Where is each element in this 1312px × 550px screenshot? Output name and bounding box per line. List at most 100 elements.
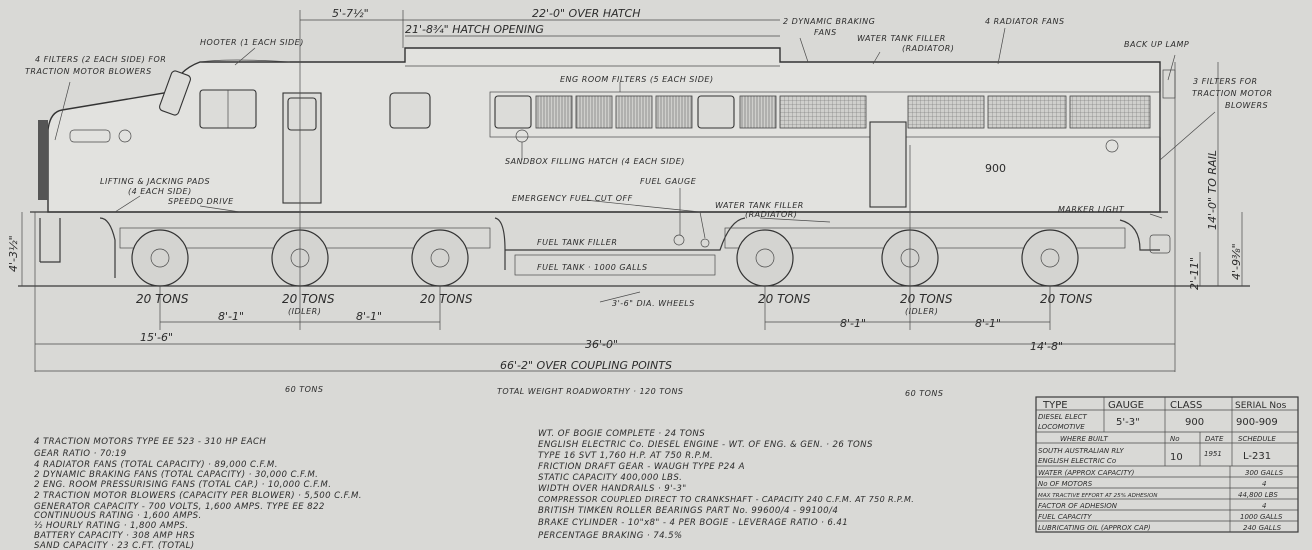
label-dyn-brake-1: 2 DYNAMIC BRAKING xyxy=(783,17,875,26)
note-line: 2 ENG. ROOM PRESSURISING FANS (TOTAL CAP… xyxy=(34,480,331,490)
label-front-filters-1: 4 FILTERS (2 EACH SIDE) FOR xyxy=(35,55,166,64)
note-line: PERCENTAGE BRAKING · 74.5% xyxy=(538,531,683,541)
side-window xyxy=(389,92,431,129)
idler-label-1: (IDLER) xyxy=(288,307,321,316)
idler-label-2: (IDLER) xyxy=(905,307,938,316)
label-sandbox: SANDBOX FILLING HATCH (4 EACH SIDE) xyxy=(505,157,685,166)
note-line: SAND CAPACITY · 23 C.FT. (TOTAL) xyxy=(34,541,195,550)
label-lifting-1: LIFTING & JACKING PADS xyxy=(100,177,210,186)
label-fuel-gauge: FUEL GAUGE xyxy=(640,177,697,186)
loco-number: 900 xyxy=(985,162,1006,175)
axle-weight-6: 20 TONS xyxy=(1040,292,1093,306)
dim-over-hatch: 22'-0" OVER HATCH xyxy=(532,7,641,20)
engine-room-door xyxy=(869,121,907,208)
front-filter xyxy=(38,120,48,200)
dim-axle-4: 8'-1" xyxy=(975,317,1001,330)
table-header-date: DATE xyxy=(1205,435,1224,443)
table-schedule: L-231 xyxy=(1243,451,1271,462)
label-emergency-cut-off: EMERGENCY FUEL CUT OFF xyxy=(512,194,633,203)
table-date: 1951 xyxy=(1204,450,1222,458)
label-marker-light: MARKER LIGHT xyxy=(1058,205,1125,214)
label-hooter: HOOTER (1 EACH SIDE) xyxy=(200,38,304,47)
label-rear-filters-3: BLOWERS xyxy=(1225,101,1268,110)
table-type-2: LOCOMOTIVE xyxy=(1038,423,1085,431)
dim-axle-1: 8'-1" xyxy=(218,310,244,323)
notes-right: WT. OF BOGIE COMPLETE · 24 TONS ENGLISH … xyxy=(538,429,914,541)
label-rear-filters-1: 3 FILTERS FOR xyxy=(1193,77,1258,86)
label-fuel-tank-filler: FUEL TANK FILLER xyxy=(537,238,617,247)
table-header-type: TYPE xyxy=(1042,400,1068,411)
table-class: 900 xyxy=(1185,417,1204,428)
dim-front-buffer-height: 4'-3½" xyxy=(7,235,20,272)
label-dyn-brake-2: FANS xyxy=(814,28,837,37)
underframe xyxy=(30,211,1171,278)
label-water-filler-top-1: WATER TANK FILLER xyxy=(857,34,946,43)
notes-left: 4 TRACTION MOTORS TYPE EE 523 - 310 HP E… xyxy=(34,437,362,550)
label-back-up-lamp: BACK UP LAMP xyxy=(1124,40,1189,49)
axle-weight-3: 20 TONS xyxy=(420,292,473,306)
table-type-1: DIESEL ELECT xyxy=(1038,413,1088,421)
note-line: FRICTION DRAFT GEAR - WAUGH TYPE P24 A xyxy=(538,462,745,472)
front-window xyxy=(158,70,192,116)
label-rear-filters-2: TRACTION MOTOR xyxy=(1192,89,1273,98)
note-line: 4 RADIATOR FANS (TOTAL CAPACITY) · 89,00… xyxy=(34,460,278,470)
note-line: GENERATOR CAPACITY - 700 VOLTS, 1,600 AM… xyxy=(34,502,325,512)
note-line: COMPRESSOR COUPLED DIRECT TO CRANKSHAFT … xyxy=(538,495,914,504)
label-front-filters-2: TRACTION MOTOR BLOWERS xyxy=(25,67,152,76)
note-line: ENGLISH ELECTRIC Co. DIESEL ENGINE - WT.… xyxy=(538,440,873,450)
dim-over-coupling: 66'-2" OVER COUPLING POINTS xyxy=(500,359,672,372)
table-row-value: 1000 GALLS xyxy=(1240,513,1283,521)
table-row-label: No OF MOTORS xyxy=(1038,480,1093,488)
spec-table: TYPE GAUGE CLASS SERIAL Nos DIESEL ELECT… xyxy=(1035,396,1299,533)
table-where-1: SOUTH AUSTRALIAN RLY xyxy=(1038,447,1124,455)
note-line: CONTINUOUS RATING · 1,600 AMPS. xyxy=(34,511,202,521)
label-water-filler-low-1: WATER TANK FILLER xyxy=(715,201,804,210)
note-line: 2 TRACTION MOTOR BLOWERS (CAPACITY PER B… xyxy=(34,491,362,501)
table-row-label: LUBRICATING OIL (APPROX CAP) xyxy=(1038,524,1151,532)
note-line: BATTERY CAPACITY · 308 AMP HRS xyxy=(34,531,195,541)
note-line: GEAR RATIO · 70:19 xyxy=(34,449,127,459)
dim-axle-2: 8'-1" xyxy=(356,310,382,323)
table-row-label: FUEL CAPACITY xyxy=(1038,513,1092,521)
note-line: WT. OF BOGIE COMPLETE · 24 TONS xyxy=(538,429,705,439)
table-header-schedule: SCHEDULE xyxy=(1238,435,1276,443)
label-wheels: 3'-6" DIA. WHEELS xyxy=(612,299,695,308)
table-row-value: 4 xyxy=(1262,480,1266,488)
label-water-filler-top-2: (RADIATOR) xyxy=(902,44,954,53)
label-fuel-tank: FUEL TANK · 1000 GALLS xyxy=(537,263,648,272)
dim-axle-3: 8'-1" xyxy=(840,317,866,330)
dim-hatch-opening: 21'-8¾" HATCH OPENING xyxy=(405,23,544,36)
table-header-serial: SERIAL Nos xyxy=(1235,401,1287,411)
dim-rear-overhang: 14'-8" xyxy=(1030,340,1063,353)
label-water-filler-low-2: (RADIATOR) xyxy=(745,210,797,219)
dim-height-to-rail: 14'-0" TO RAIL xyxy=(1206,150,1219,230)
dim-rear-height-b: 4'-9⅜" xyxy=(1230,243,1243,280)
axle-weight-4: 20 TONS xyxy=(758,292,811,306)
label-radiator-fans: 4 RADIATOR FANS xyxy=(985,17,1065,26)
fuel-tank xyxy=(514,254,716,276)
axle-weight-5: 20 TONS xyxy=(900,292,953,306)
table-row-value: 4 xyxy=(1262,502,1266,510)
table-row-label: MAX TRACTIVE EFFORT AT 25% ADHESION xyxy=(1038,493,1158,499)
note-line: 4 TRACTION MOTORS TYPE EE 523 - 310 HP E… xyxy=(34,437,266,447)
dim-bogie-centres: 36'-0" xyxy=(585,338,618,351)
bogie-weight-rear: 60 TONS xyxy=(905,389,943,398)
table-where-2: ENGLISH ELECTRIC Co xyxy=(1038,457,1116,465)
note-line: 2 DYNAMIC BRAKING FANS (TOTAL CAPACITY) … xyxy=(34,470,318,480)
table-no: 10 xyxy=(1170,452,1183,463)
total-weight: TOTAL WEIGHT ROADWORTHY · 120 TONS xyxy=(497,387,684,396)
label-speedo: SPEEDO DRIVE xyxy=(168,197,234,206)
table-serial: 900-909 xyxy=(1236,417,1278,428)
note-line: BRAKE CYLINDER - 10"x8" - 4 PER BOGIE - … xyxy=(538,518,848,528)
bogie-weight-front: 60 TONS xyxy=(285,385,323,394)
table-header-where: WHERE BUILT xyxy=(1060,435,1109,443)
note-line: BRITISH TIMKEN ROLLER BEARINGS PART No. … xyxy=(538,506,838,516)
table-row-label: FACTOR OF ADHESION xyxy=(1038,502,1118,510)
table-row-value: 240 GALLS xyxy=(1243,524,1282,532)
table-row-value: 300 GALLS xyxy=(1245,469,1284,477)
table-row-label: WATER (APPROX CAPACITY) xyxy=(1038,469,1135,477)
table-header-class: CLASS xyxy=(1170,400,1202,411)
axle-weight-1: 20 TONS xyxy=(136,292,189,306)
